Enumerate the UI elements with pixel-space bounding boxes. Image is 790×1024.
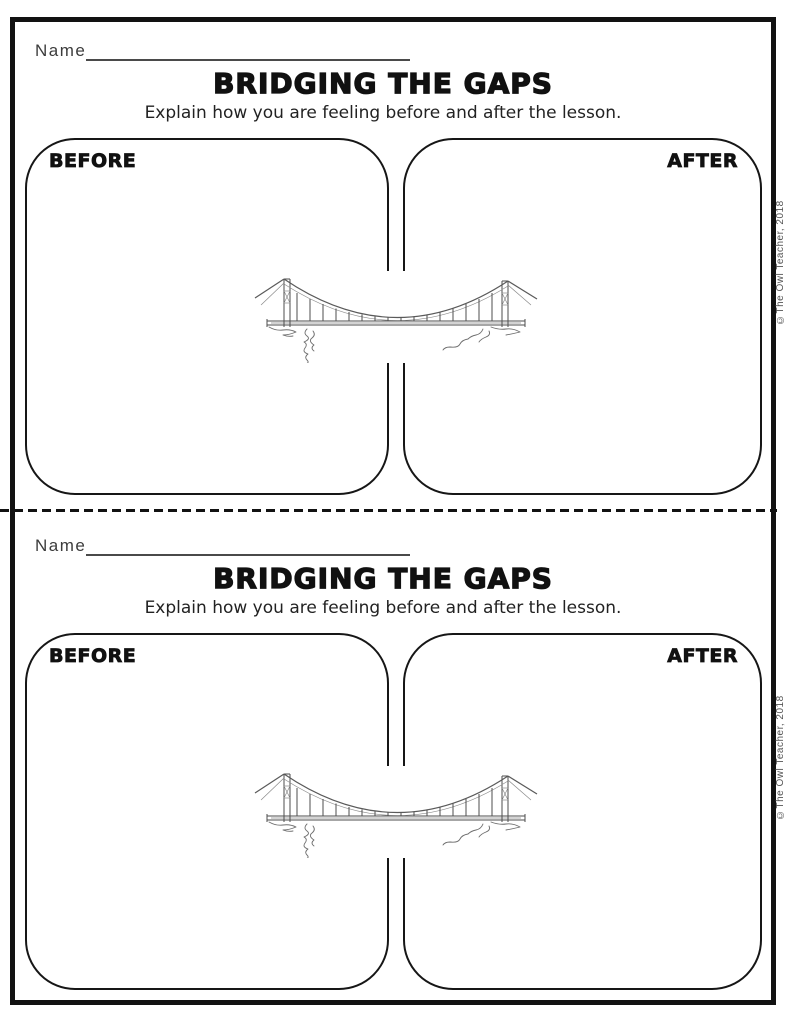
name-label: Name (35, 536, 87, 555)
after-label: AFTER (667, 150, 738, 173)
bridge-vines (303, 823, 491, 858)
name-line[interactable] (86, 554, 410, 556)
name-label: Name (35, 41, 87, 60)
bridge-tower-left (283, 773, 291, 822)
worksheet-title: BRIDGING THE GAPS (212, 66, 553, 100)
name-line[interactable] (86, 59, 410, 61)
worksheet-subtitle: Explain how you are feeling before and a… (144, 598, 622, 618)
bridge-deck (266, 814, 526, 822)
bridge-suspenders (296, 293, 493, 321)
bridge-illustration (251, 271, 541, 363)
after-label: AFTER (667, 645, 738, 668)
worksheet-half-top: Name BRIDGING THE GAPS Explain how you a… (0, 17, 790, 511)
bridge-tower-left (283, 278, 291, 327)
cut-line-divider (0, 509, 777, 512)
before-label: BEFORE (49, 645, 137, 668)
copyright-text: ©The Owl Teacher, 2018 (775, 695, 786, 820)
bridge-suspenders (296, 788, 493, 816)
bridge-illustration (251, 766, 541, 858)
before-label: BEFORE (49, 150, 137, 173)
bridge-tower-right (501, 775, 509, 822)
copyright-text: ©The Owl Teacher, 2018 (775, 200, 786, 325)
worksheet-subtitle: Explain how you are feeling before and a… (144, 103, 622, 123)
bridge-tower-right (501, 280, 509, 327)
bridge-vines (303, 328, 491, 363)
worksheet-title: BRIDGING THE GAPS (212, 561, 553, 595)
worksheet-half-bottom: Name BRIDGING THE GAPS Explain how you a… (0, 512, 790, 1006)
